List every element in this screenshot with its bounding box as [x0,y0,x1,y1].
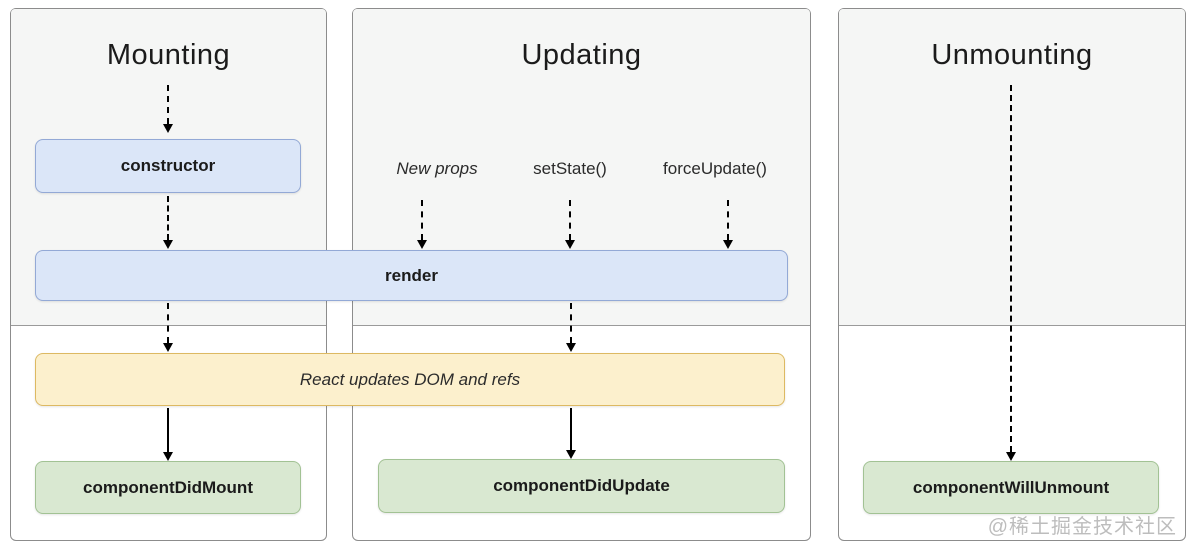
unmounting-title: Unmounting [931,39,1093,71]
updating-title: Updating [521,39,642,71]
solid-arrow-dom-to-componentdidmount [163,408,173,461]
component-did-mount-box: componentDidMount [35,461,301,514]
component-will-unmount-box: componentWillUnmount [863,461,1159,514]
dashed-arrow-newprops-to-render [417,200,427,249]
watermark: @稀土掘金技术社区 [987,516,1177,538]
trigger-label-new-props: New props [396,159,478,178]
dashed-arrow-render-to-dom-updating [566,303,576,352]
constructor-box: constructor [35,139,301,193]
solid-arrow-dom-to-componentdidupdate [566,408,576,459]
react-updates-dom-box: React updates DOM and refs [35,353,785,406]
unmounting-render-phase-region [839,9,1185,326]
component-did-update-box: componentDidUpdate [378,459,785,513]
dashed-arrow-mounting-start [163,85,173,133]
dashed-arrow-constructor-to-render [163,196,173,249]
dashed-arrow-forceupdate-to-render [723,200,733,249]
dashed-arrow-render-to-dom-mounting [163,303,173,352]
dashed-arrow-setstate-to-render [565,200,575,249]
trigger-label-setstate: setState() [533,159,607,178]
render-box: render [35,250,788,301]
dashed-arrow-unmounting [1006,85,1016,461]
mounting-title: Mounting [106,39,231,71]
trigger-label-forceupdate: forceUpdate() [663,159,767,178]
